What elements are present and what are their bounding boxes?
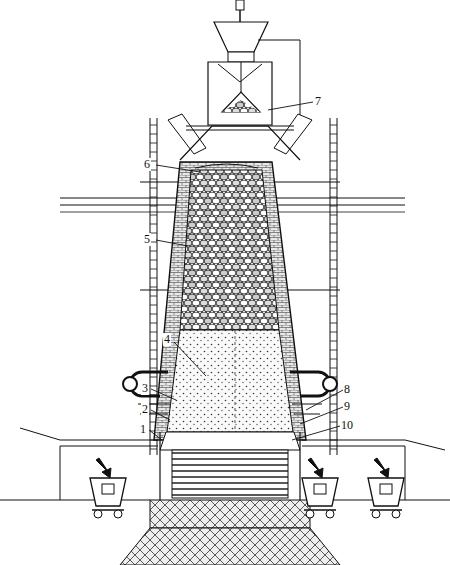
lime-cart [302, 458, 338, 518]
ladder-rung [330, 170, 337, 171]
ladder-rung [330, 431, 337, 432]
ladder-rung [330, 206, 337, 207]
ladder-rung [330, 134, 337, 135]
ladder-rung [150, 449, 157, 450]
ladder-rung [150, 188, 157, 189]
ladder-rung [150, 170, 157, 171]
ladder-rung [330, 296, 337, 297]
ladder-rung [150, 134, 157, 135]
ladder-rung [150, 197, 157, 198]
ladder-rung [150, 251, 157, 252]
callout-number: 2 [141, 403, 149, 416]
ladder-rung [330, 143, 337, 144]
ladder-rung [330, 215, 337, 216]
callout-number: 5 [143, 233, 151, 246]
ladder-rung [330, 305, 337, 306]
callout-number: 9 [343, 400, 351, 413]
callout-number: 10 [340, 419, 354, 432]
ladder-rung [150, 332, 157, 333]
ladder-rung [330, 224, 337, 225]
ladder-rung [150, 269, 157, 270]
ladder-rung [150, 314, 157, 315]
callout-number: 6 [143, 158, 151, 171]
lime-cart [90, 458, 126, 518]
ladder-rung [150, 323, 157, 324]
ladder-rung [330, 314, 337, 315]
ladder-rung [330, 341, 337, 342]
ladder-rung [150, 260, 157, 261]
ladder-rung [150, 143, 157, 144]
ladder-rung [330, 251, 337, 252]
ladder-rung [150, 341, 157, 342]
ladder-rung [150, 161, 157, 162]
ladder-rung [150, 377, 157, 378]
ladder-rung [330, 242, 337, 243]
ladder-rung [150, 233, 157, 234]
ladder-rung [150, 206, 157, 207]
ladder-rung [330, 368, 337, 369]
ladder-rung [150, 386, 157, 387]
ladder-rung [150, 152, 157, 153]
ladder-rung [330, 287, 337, 288]
ladder-rung [330, 125, 337, 126]
ladder-rung [150, 350, 157, 351]
ladder-rung [330, 161, 337, 162]
ladder-rung [330, 359, 337, 360]
callout-number: 8 [343, 383, 351, 396]
ladder-rung [150, 296, 157, 297]
ladder-rung [150, 242, 157, 243]
ladder-rung [150, 278, 157, 279]
ladder-rung [330, 350, 337, 351]
callout-number: 1 [139, 423, 147, 436]
ladder-rung [150, 368, 157, 369]
ladder-rung [330, 404, 337, 405]
ladder-rung [150, 305, 157, 306]
callout-number: 7 [314, 95, 322, 108]
ladder-rung [330, 449, 337, 450]
ladder-rung [330, 152, 337, 153]
ladder-rung [330, 332, 337, 333]
callout-number: 4 [163, 333, 171, 346]
ladder-rung [330, 413, 337, 414]
ladder-rung [330, 269, 337, 270]
lime-cart [368, 458, 404, 518]
ladder-rung [150, 179, 157, 180]
ladder-rung [330, 233, 337, 234]
callout-number: 3 [141, 382, 149, 395]
ladder-rung [150, 359, 157, 360]
ladder-rung [150, 224, 157, 225]
ladder-rung [330, 323, 337, 324]
ladder-rung [330, 422, 337, 423]
ladder-rung [150, 215, 157, 216]
ladder-rung [330, 188, 337, 189]
ladder-rung [150, 125, 157, 126]
ladder-rung [330, 278, 337, 279]
ladder-rung [330, 179, 337, 180]
ladder-rung [150, 287, 157, 288]
ladder-rung [330, 260, 337, 261]
ladder-rung [330, 197, 337, 198]
